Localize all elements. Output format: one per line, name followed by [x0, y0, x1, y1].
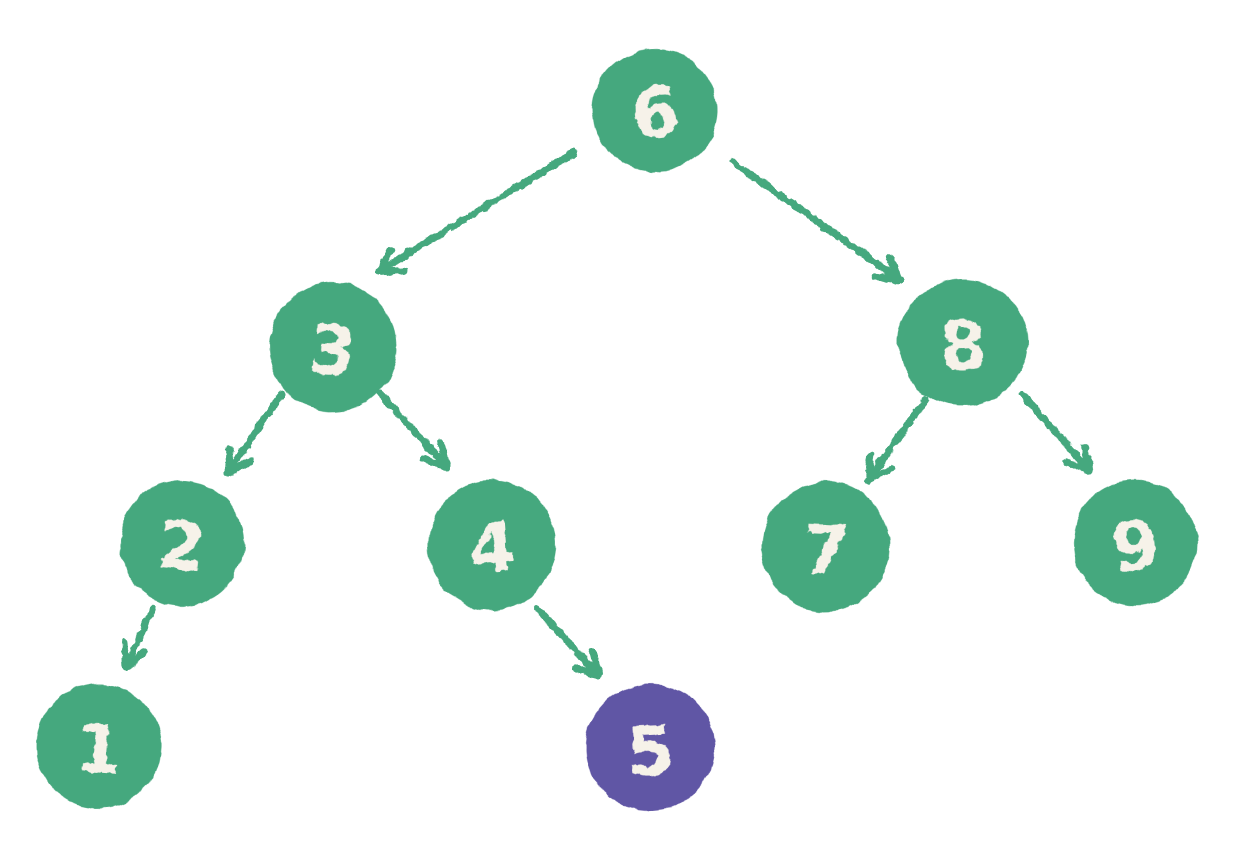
edge-line — [376, 389, 451, 471]
arrowhead-icon — [871, 254, 904, 284]
tree-node-9: 9 — [1072, 480, 1198, 606]
tree-edge-4-5 — [533, 604, 603, 680]
tree-node-1: 1 — [36, 683, 162, 809]
arrowhead-icon — [1063, 443, 1094, 475]
tree-node-3: 3 — [268, 282, 398, 412]
node-circle — [761, 482, 891, 612]
nodes-layer: 6 3 8 2 4 7 9 1 5 — [36, 48, 1198, 812]
node-label: 5 — [625, 711, 676, 792]
tree-node-7: 7 — [761, 482, 891, 612]
tree-edge-6-3 — [374, 148, 579, 276]
node-label: 2 — [154, 505, 209, 588]
edge-line — [864, 396, 929, 484]
node-label: 9 — [1107, 505, 1164, 589]
node-label: 7 — [800, 510, 851, 591]
node-label: 8 — [938, 306, 989, 387]
node-circle — [585, 684, 715, 812]
node-label: 3 — [306, 310, 359, 392]
tree-edge-8-9 — [1019, 391, 1094, 475]
tree-node-6: 6 — [592, 48, 718, 172]
tree-node-4: 4 — [427, 480, 557, 610]
edge-line — [224, 390, 285, 477]
arrowhead-icon — [571, 648, 603, 680]
edge-line — [533, 604, 603, 680]
node-label: 6 — [628, 72, 683, 155]
arrowhead-icon — [864, 451, 894, 484]
tree-edge-3-4 — [376, 389, 451, 471]
edge-line — [122, 604, 157, 671]
node-circle — [119, 480, 245, 606]
tree-node-5: 5 — [585, 684, 715, 812]
node-label: 4 — [466, 508, 519, 590]
edge-line — [729, 158, 904, 284]
edge-line — [1019, 391, 1094, 475]
arrowhead-icon — [374, 246, 407, 276]
node-circle — [592, 48, 718, 172]
node-circle — [1072, 480, 1198, 606]
tree-node-2: 2 — [119, 480, 245, 606]
edge-line — [374, 148, 579, 276]
node-circle — [427, 480, 557, 610]
node-label: 1 — [72, 709, 125, 791]
node-circle — [898, 279, 1028, 407]
tree-edge-3-2 — [224, 390, 285, 477]
tree-node-8: 8 — [898, 279, 1028, 407]
edges-layer — [121, 148, 1094, 680]
tree-edge-2-1 — [121, 604, 157, 671]
arrowhead-icon — [121, 638, 150, 671]
node-circle — [268, 282, 398, 412]
arrowhead-icon — [419, 439, 451, 471]
node-circle — [36, 683, 162, 809]
tree-edge-8-7 — [864, 396, 929, 484]
arrowhead-icon — [224, 444, 254, 477]
tree-edge-6-8 — [729, 158, 904, 284]
